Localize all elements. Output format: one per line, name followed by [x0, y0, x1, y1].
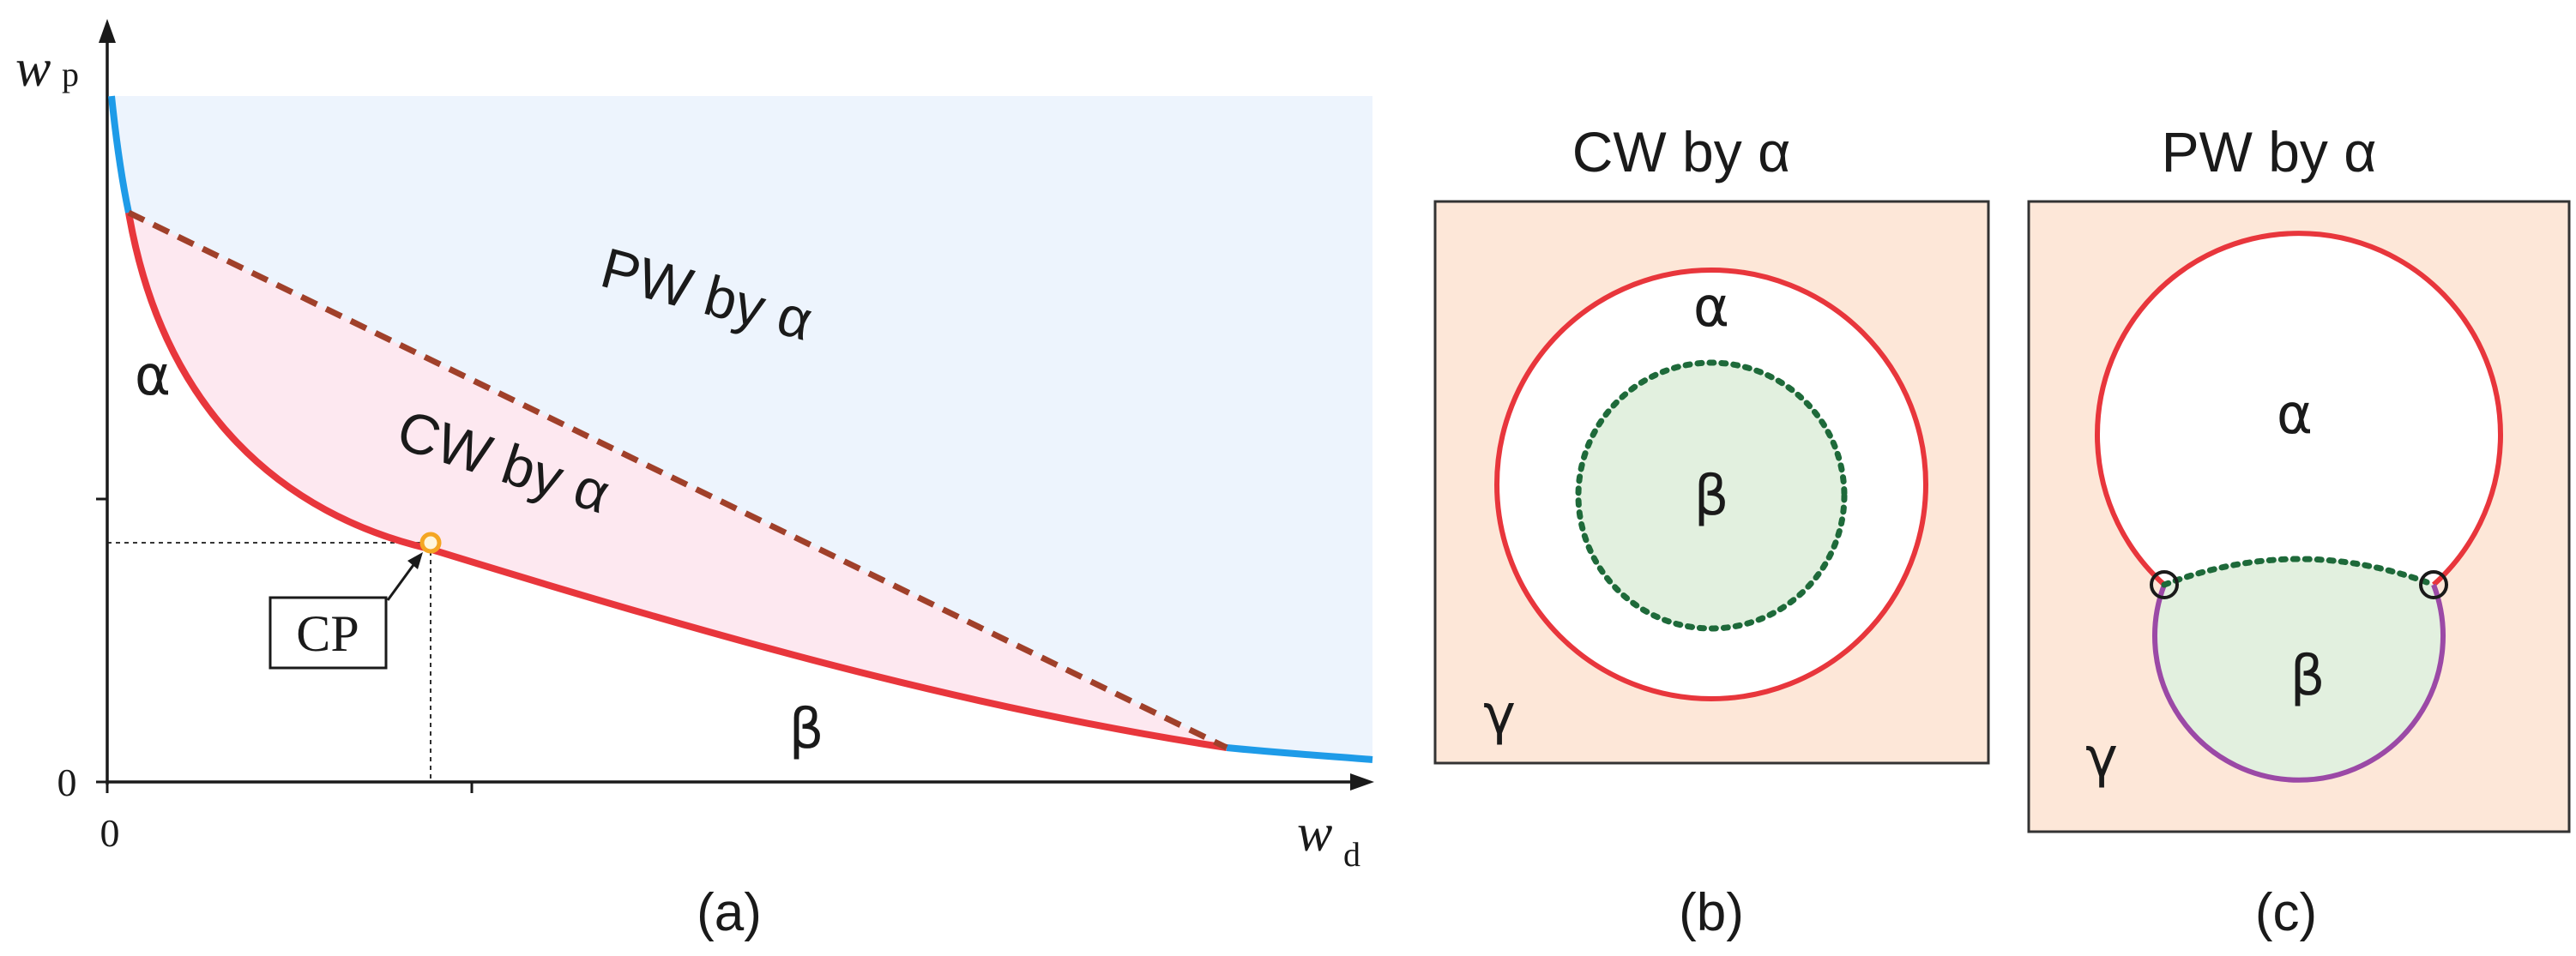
cp-point — [419, 532, 442, 554]
cp-arrow-line — [386, 558, 419, 601]
beta-boundary — [2152, 583, 2446, 783]
contact-point-left — [2150, 570, 2179, 599]
cp-label-box — [268, 596, 388, 670]
y-axis-subscript: p — [62, 55, 79, 93]
panel-b-caption: (b) — [1679, 883, 1744, 942]
x-axis-symbol: w — [1297, 804, 1332, 863]
beta-curve-label: β — [789, 698, 824, 761]
beta-region — [2155, 559, 2443, 780]
panel-c: PW by α α β γ (c) — [2027, 120, 2571, 942]
contact-point-right — [2419, 570, 2448, 599]
panel-c-beta-label: β — [2290, 645, 2326, 708]
panel-b-title: CW by α — [1572, 120, 1791, 183]
dashed-tangent-line — [127, 209, 1228, 751]
blue-curve-lower — [1226, 744, 1373, 763]
cp-label: CP — [296, 605, 359, 662]
cp-arrow-head — [407, 552, 423, 569]
panel-c-title: PW by α — [2162, 120, 2377, 183]
alpha-curve-label: α — [135, 345, 171, 408]
beta-circle — [1575, 359, 1848, 632]
y-origin-label: 0 — [57, 761, 77, 804]
x-origin-label: 0 — [100, 811, 120, 855]
alpha-beta-interface — [2161, 556, 2437, 588]
panel-a-caption: (a) — [697, 883, 762, 942]
panel-b: CW by α α β γ (b) — [1433, 120, 1990, 942]
panel-c-gamma-label: γ — [2085, 726, 2118, 790]
blue-curve-upper — [108, 95, 132, 213]
panel-b-beta-label: β — [1694, 465, 1729, 528]
panel-c-caption: (c) — [2255, 883, 2317, 942]
alpha-region — [2096, 233, 2501, 585]
panel-a: CP w p w d 0 0 PW by α CW by α α β (a) — [15, 19, 1374, 942]
y-axis-symbol: w — [15, 39, 51, 98]
y-axis-arrow — [99, 19, 116, 43]
alpha-boundary — [2095, 231, 2503, 587]
x-axis-arrow — [1350, 773, 1374, 791]
panel-c-alpha-label: α — [2277, 383, 2313, 447]
alpha-beta-curve — [125, 212, 1228, 751]
x-axis-subscript: d — [1343, 835, 1360, 874]
panel-b-gamma-label: γ — [1483, 683, 1516, 747]
region-pw — [112, 96, 1372, 760]
panel-b-alpha-label: α — [1693, 276, 1729, 340]
